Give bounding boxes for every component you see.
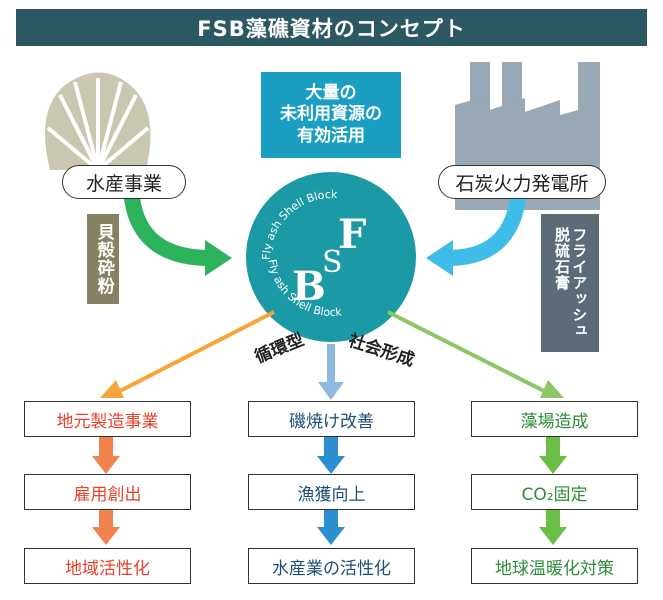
co2-fixation-box: CO₂固定 [471, 474, 638, 510]
catch-improvement-box: 漁獲向上 [248, 474, 415, 510]
concept-line-1: 大量の [305, 83, 357, 104]
seaweed-bed-box: 藻場造成 [471, 401, 638, 437]
job-creation-box: 雇用創出 [24, 474, 191, 510]
power-plant-label: 石炭火力発電所 [438, 165, 606, 199]
shell-powder-box: 貝殻砕粉 [87, 214, 119, 304]
page-title: FSB藻礁資材のコンセプト [16, 9, 647, 46]
factory-to-center-arrow [447, 196, 526, 266]
byproduct-box: フライアッシュ 脱硫石膏 [541, 214, 599, 352]
fisheries-label: 水産事業 [62, 165, 186, 199]
blue-column-arrows [317, 437, 345, 545]
green-column-arrows [539, 437, 567, 545]
global-warming-box: 地球温暖化対策 [471, 548, 638, 584]
shell-to-center-arrow [124, 196, 211, 266]
shell-powder-text: 貝殻砕粉 [93, 223, 114, 295]
concept-line-3: 有効活用 [297, 125, 365, 146]
regional-revitalization-box: 地域活性化 [24, 548, 191, 584]
fsb-circle [246, 172, 416, 342]
gypsum-text: 脱硫石膏 [553, 227, 571, 291]
orange-arrow [117, 310, 275, 394]
letter-f: F [338, 211, 366, 258]
isoyake-improvement-box: 磯焼け改善 [248, 401, 415, 437]
fisheries-revitalization-box: 水産業の活性化 [248, 548, 415, 584]
fly-ash-text: フライアッシュ [570, 227, 589, 339]
concept-line-2: 未利用資源の [280, 104, 382, 125]
scallop-shell-icon [45, 72, 151, 198]
red-column-arrows [92, 437, 120, 545]
local-manufacturing-box: 地元製造事業 [24, 401, 191, 437]
letter-s: S [322, 245, 343, 280]
lightgreen-arrow [387, 310, 547, 394]
concept-box: 大量の 未利用資源の 有効活用 [261, 72, 401, 158]
letter-b: B [292, 263, 326, 310]
